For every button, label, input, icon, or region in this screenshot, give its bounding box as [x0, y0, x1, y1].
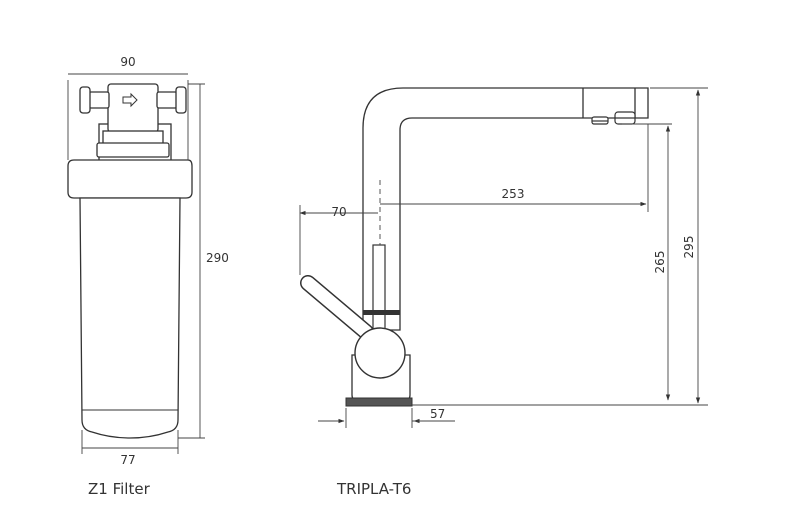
- filter-neck: [102, 130, 164, 145]
- handle-knob: [354, 327, 406, 379]
- dim-filter-height: 290: [206, 251, 229, 265]
- dim-base-width: 57: [430, 407, 445, 421]
- dim-filter-width-bottom: 77: [120, 453, 135, 467]
- z1-filter-dimensions: [67, 73, 205, 454]
- filter-caption: Z1 Filter: [88, 480, 151, 498]
- filter-housing: [79, 197, 181, 439]
- filter-cap: [67, 159, 193, 199]
- dim-height-outlet: 265: [653, 251, 667, 274]
- outlet-fitting: [156, 91, 178, 109]
- tripla-t6-drawing: [300, 87, 649, 407]
- dim-spout-reach: 253: [502, 187, 525, 201]
- flow-arrow-icon: [122, 92, 138, 108]
- dim-height-total: 295: [682, 236, 696, 259]
- filter-head: [107, 83, 159, 133]
- tripla-t6-dimensions: [299, 87, 708, 428]
- base-plate: [345, 397, 413, 407]
- z1-filter-drawing: [67, 83, 193, 439]
- inlet-fitting: [88, 91, 110, 109]
- dim-filter-width-top: 90: [120, 55, 135, 69]
- dim-handle-offset: 70: [331, 205, 346, 219]
- handle-lever: [300, 275, 374, 340]
- faucet-caption: TRIPLA-T6: [336, 480, 411, 498]
